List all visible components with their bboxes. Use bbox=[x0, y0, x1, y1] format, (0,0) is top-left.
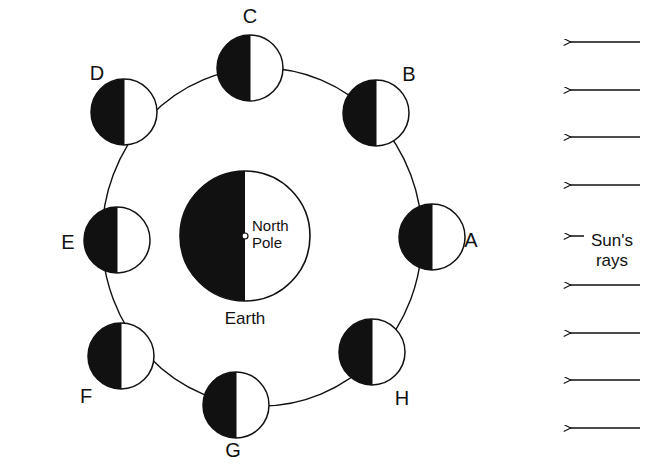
moon-symbol bbox=[343, 80, 409, 146]
earth-globe bbox=[180, 171, 310, 301]
pole-label: North Pole bbox=[252, 217, 302, 252]
phase-letter: H bbox=[395, 387, 409, 410]
phase-letter: E bbox=[61, 231, 74, 254]
earth-node: North PoleEarth bbox=[180, 171, 310, 301]
phase-letter: F bbox=[80, 385, 92, 408]
phase-letter: C bbox=[243, 5, 257, 28]
earth-label: Earth bbox=[180, 309, 310, 329]
phase-letter: B bbox=[402, 63, 415, 86]
phase-letter: A bbox=[464, 229, 477, 252]
phase-letter: G bbox=[225, 439, 241, 462]
sun-rays-label: Sun's rays bbox=[586, 231, 638, 270]
moon-symbol bbox=[399, 204, 465, 270]
moon-symbol bbox=[203, 372, 269, 438]
sun-rays bbox=[570, 42, 640, 428]
moon-symbol bbox=[217, 35, 283, 101]
moon-symbol bbox=[339, 319, 405, 385]
moon-symbol bbox=[91, 79, 157, 145]
moon-symbols bbox=[84, 35, 465, 438]
phase-letter: D bbox=[90, 62, 104, 85]
moon-symbol bbox=[88, 323, 154, 389]
moon-symbol bbox=[84, 207, 150, 273]
